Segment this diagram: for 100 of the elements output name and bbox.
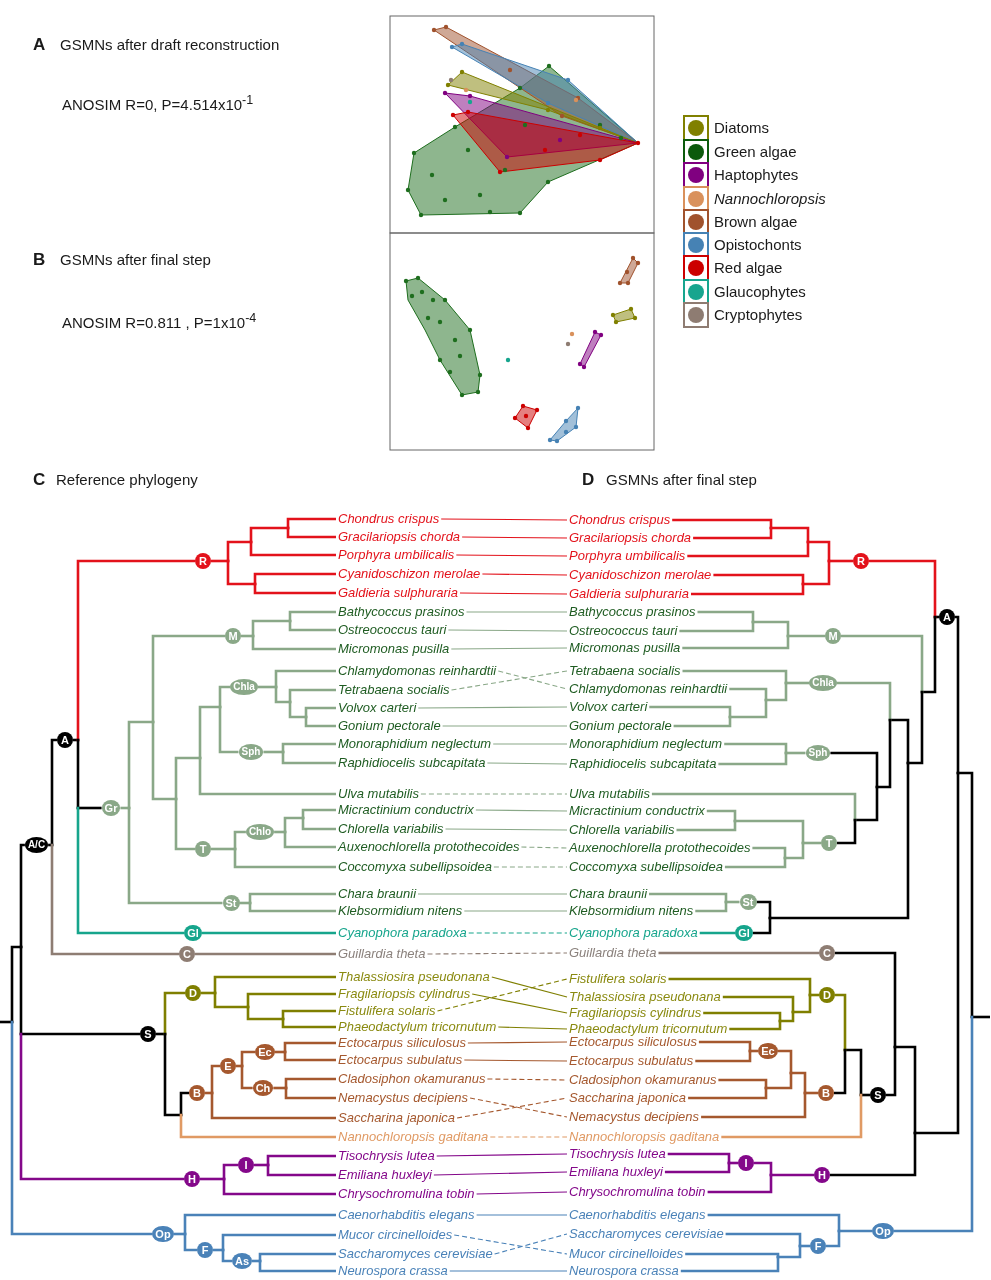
clade-badge: D [819, 987, 835, 1003]
clade-badge: Gr [101, 800, 121, 816]
tree-branch [253, 572, 336, 586]
tree-branch [699, 931, 736, 935]
tree-branch [19, 945, 23, 1036]
tree-branch [841, 634, 924, 694]
tree-branch [791, 993, 812, 1014]
species-label: Caenorhabditis elegans [336, 1208, 477, 1222]
species-label: Micromonas pusilla [567, 641, 683, 655]
tree-branch [649, 892, 728, 904]
tree-branch [836, 681, 892, 722]
clade-badge: S [140, 1026, 156, 1042]
tree-branch [248, 892, 336, 905]
species-label: Fistulifera solaris [567, 972, 669, 986]
clade-badge: S [870, 1087, 886, 1103]
species-label: Tisochrysis lutea [567, 1147, 668, 1161]
tree-branch [183, 1213, 336, 1236]
tree-branch [756, 900, 772, 920]
tree-branch [718, 751, 788, 766]
tree-branch [76, 559, 195, 742]
legend-label: Diatoms [714, 118, 769, 138]
clade-badge: I [238, 1157, 254, 1173]
species-label: Klebsormidium nitens [567, 904, 696, 918]
tree-branch [680, 1255, 780, 1273]
tree-branch [721, 1093, 863, 1139]
clade-badge: H [184, 1171, 200, 1187]
connector-line [492, 743, 568, 745]
tree-branch [695, 900, 728, 913]
tree-branch [288, 610, 336, 623]
tree-branch [843, 1048, 863, 1097]
tree-branch [258, 1259, 336, 1273]
tree-branch [752, 916, 772, 935]
legend-label: Opistochonts [714, 235, 802, 255]
tree-branch [764, 681, 788, 702]
tree-branch [789, 1071, 807, 1095]
species-label: Saccharomyces cerevisiae [336, 1247, 495, 1261]
species-label: Galdieria sulphuraria [567, 587, 691, 601]
species-label: Mucor circinelloides [567, 1247, 686, 1261]
tree-branch [248, 901, 336, 913]
connector-line [467, 1041, 568, 1044]
tree-branch [830, 1131, 917, 1177]
legend-label: Haptophytes [714, 165, 799, 185]
species-label: Saccharina japonica [567, 1091, 689, 1105]
species-label: Chrysochromulina tobin [567, 1185, 708, 1199]
species-label: Ostreococcus tauri [336, 623, 449, 637]
species-label: Monoraphidium neglectum [336, 737, 494, 751]
species-label: Nemacystus decipiens [336, 1091, 471, 1105]
species-label: Raphidiocelis subcapitata [336, 756, 488, 770]
tree-branch [200, 1177, 226, 1181]
tree-branch [827, 559, 853, 563]
tree-branch [672, 518, 773, 530]
connector-line [494, 1233, 568, 1255]
species-label: Ectocarpus siliculosus [567, 1035, 699, 1049]
tree-branch [253, 582, 336, 595]
connector-line [461, 536, 568, 539]
tree-branch [211, 559, 230, 563]
clade-badge: R [195, 553, 211, 569]
species-label: Chlorella variabilis [567, 823, 677, 837]
tree-branch [682, 669, 788, 685]
legend-label: Nannochloropsis [714, 189, 826, 209]
tree-branch [886, 1045, 897, 1097]
species-label: Gonium pectorale [567, 719, 674, 733]
tree-branch [649, 705, 732, 719]
tree-branch [703, 1011, 782, 1023]
connector-line [486, 762, 568, 765]
tree-branch [728, 698, 768, 719]
tree-branch [893, 1015, 974, 1233]
clade-badge: T [821, 835, 837, 851]
species-label: Micromonas pusilla [336, 642, 452, 656]
clade-badge: E [220, 1058, 236, 1074]
species-label: Saccharina japonica [336, 1111, 458, 1125]
tree-branch [658, 951, 819, 955]
tree-branch [697, 610, 755, 624]
tree-branch [19, 843, 25, 949]
tree-branch [673, 715, 732, 728]
species-label: Ulva mutabilis [336, 787, 421, 801]
tree-branch [221, 1248, 232, 1263]
clade-badge: M [225, 628, 241, 644]
tree-branch [754, 1161, 773, 1177]
tree-branch [284, 1077, 336, 1090]
species-label: Ectocarpus siliculosus [336, 1036, 468, 1050]
tree-branch [784, 751, 806, 755]
species-label: Emiliana huxleyi [567, 1165, 665, 1179]
clade-badge: Chla [809, 675, 837, 691]
clade-badge: Ch [252, 1080, 274, 1096]
tree-branch [201, 931, 336, 935]
tree-branch [0, 1020, 14, 1024]
clade-badge: F [197, 1242, 213, 1258]
species-label: Porphyra umbilicalis [567, 549, 688, 563]
tree-branch [163, 1032, 183, 1117]
tree-branch [151, 634, 225, 724]
tree-branch [956, 771, 974, 1019]
connector-line [447, 629, 568, 632]
connector-line [463, 910, 568, 912]
clade-badge: D [185, 985, 201, 1001]
tree-branch [875, 718, 892, 789]
tree-branch [174, 797, 195, 851]
clade-badge: T [195, 841, 211, 857]
connector-line [442, 725, 568, 727]
tree-branch [304, 706, 336, 719]
